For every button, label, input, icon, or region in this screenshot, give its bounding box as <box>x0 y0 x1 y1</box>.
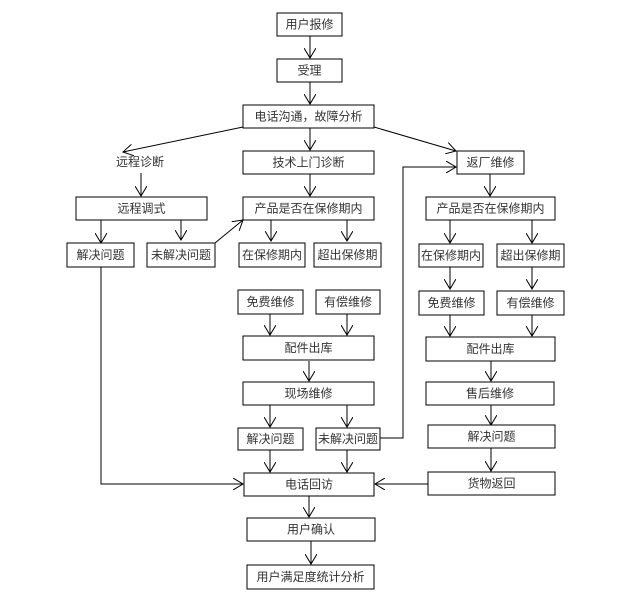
node-remote-diag: 远程诊断 <box>116 154 164 169</box>
arrow-unsolved-warranty <box>214 220 243 244</box>
node-in-warranty-mid: 在保修期内 <box>238 242 306 268</box>
node-label: 产品是否在保修期内 <box>254 201 362 216</box>
node-label: 配件出库 <box>466 341 514 356</box>
node-label: 货物返回 <box>467 476 515 491</box>
node-label: 远程调式 <box>117 201 165 216</box>
node-onsite-unsolved: 未解决问题 <box>315 427 381 451</box>
node-paid-repair-right: 有偿维修 <box>496 290 565 316</box>
node-label: 解决问题 <box>246 432 294 446</box>
node-label: 用户确认 <box>287 522 335 537</box>
node-label: 在保修期内 <box>242 247 302 262</box>
node-warranty-check-mid: 产品是否在保修期内 <box>242 196 375 221</box>
node-phone-analysis: 电话沟通，故障分析 <box>242 104 375 129</box>
node-label: 远程诊断 <box>116 154 164 169</box>
node-label: 解决问题 <box>76 248 124 262</box>
node-label: 超出保修期 <box>317 247 377 262</box>
arrow-remote-solved-followup <box>100 267 243 484</box>
node-label: 电话回访 <box>285 478 333 492</box>
node-label: 免费维修 <box>246 294 294 309</box>
node-remote-unsolved: 未解决问题 <box>146 242 216 268</box>
node-user-confirm: 用户确认 <box>246 517 376 542</box>
node-label: 受理 <box>297 64 321 78</box>
arrow-phone-remote <box>123 126 244 152</box>
node-label: 用户报修 <box>285 17 333 32</box>
node-onsite-diag: 技术上门诊断 <box>242 150 375 175</box>
node-label: 有偿维修 <box>324 294 372 309</box>
node-out-warranty-right: 超出保修期 <box>496 243 565 268</box>
arrow-phone-factory <box>373 126 456 151</box>
node-parts-out-right: 配件出库 <box>425 336 556 362</box>
node-label: 用户满足度统计分析 <box>256 569 364 584</box>
node-label: 免费维修 <box>427 295 475 310</box>
node-aftersale-repair: 售后维修 <box>425 381 555 406</box>
node-label: 电话沟通，故障分析 <box>254 109 362 124</box>
node-out-warranty-mid: 超出保修期 <box>313 242 382 268</box>
node-onsite-repair: 现场维修 <box>242 381 375 406</box>
node-label: 售后维修 <box>466 386 514 401</box>
node-paid-repair-mid: 有偿维修 <box>315 289 381 315</box>
node-return-factory: 返厂维修 <box>456 150 525 175</box>
node-in-warranty-right: 在保修期内 <box>418 243 484 268</box>
node-remote-solved: 解决问题 <box>66 242 135 268</box>
node-label: 未解决问题 <box>151 248 211 262</box>
node-goods-return: 货物返回 <box>427 471 556 496</box>
node-satisfaction: 用户满足度统计分析 <box>246 564 375 590</box>
node-label: 超出保修期 <box>500 248 560 263</box>
node-phone-followup: 电话回访 <box>243 472 375 497</box>
node-label: 技术上门诊断 <box>272 155 344 170</box>
node-parts-out-mid: 配件出库 <box>242 335 375 361</box>
node-free-repair-right: 免费维修 <box>418 290 485 316</box>
connectors <box>101 36 532 564</box>
node-label: 配件出库 <box>284 340 332 355</box>
node-factory-solved: 解决问题 <box>427 424 556 449</box>
node-label: 现场维修 <box>284 386 332 401</box>
node-label: 有偿维修 <box>506 295 554 310</box>
node-remote-debug: 远程调式 <box>75 196 208 221</box>
node-label: 产品是否在保修期内 <box>436 201 544 216</box>
node-warranty-check-right: 产品是否在保修期内 <box>425 196 556 221</box>
node-onsite-solved: 解决问题 <box>237 427 304 451</box>
node-accept: 受理 <box>276 58 343 83</box>
node-report: 用户报修 <box>276 12 343 37</box>
node-free-repair-mid: 免费维修 <box>237 289 304 315</box>
node-label: 返厂维修 <box>466 155 514 170</box>
node-label: 在保修期内 <box>421 248 481 263</box>
arrow-unsolved-to-factory <box>380 167 456 439</box>
node-label: 解决问题 <box>467 430 515 444</box>
node-label: 未解决问题 <box>318 432 378 446</box>
